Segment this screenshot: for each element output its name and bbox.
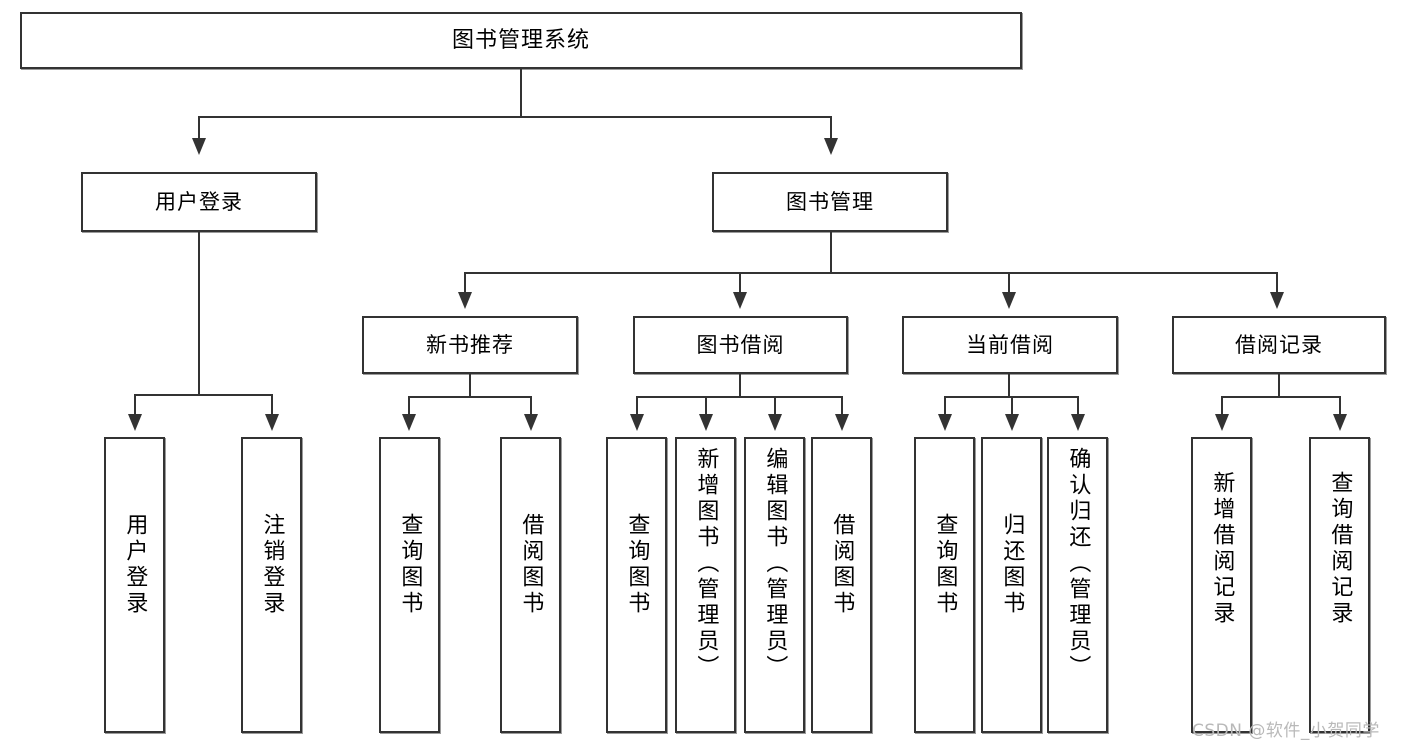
connector-book-borrow-drop-3 — [774, 396, 776, 416]
node-label: 注销登录 — [259, 513, 285, 617]
node-label: 新增图书（管理员） — [693, 447, 719, 681]
leaf-book-borrow-add[interactable]: 新增图书（管理员） — [675, 437, 736, 733]
connector-new-book-bar — [408, 396, 532, 398]
connector-book-borrow-drop-2 — [705, 396, 707, 416]
arrowhead-current-borrow-leaf-1 — [938, 414, 952, 431]
arrowhead-book-borrow-leaf-2 — [699, 414, 713, 431]
connector-root-left-drop — [198, 116, 200, 140]
node-label: 编辑图书（管理员） — [762, 447, 788, 681]
node-label: 图书借阅 — [696, 332, 785, 357]
node-label: 查询图书 — [624, 513, 650, 617]
arrowhead-borrow-record-leaf-2 — [1333, 414, 1347, 431]
connector-root-right-drop — [830, 116, 832, 140]
connector-book-borrow-drop-4 — [841, 396, 843, 416]
leaf-borrow-record-add[interactable]: 新增借阅记录 — [1191, 437, 1252, 733]
arrowhead-to-book-borrow — [733, 292, 747, 309]
connector-user-login-drop-2 — [271, 394, 273, 416]
node-label: 借阅记录 — [1235, 332, 1323, 357]
node-label: 确认归还（管理员） — [1065, 447, 1091, 681]
connector-book-manage-stem — [830, 232, 832, 274]
arrowhead-to-new-book — [458, 292, 472, 309]
node-label: 用户登录 — [155, 189, 243, 214]
node-label: 新增借阅记录 — [1209, 471, 1235, 627]
arrowhead-book-borrow-leaf-1 — [630, 414, 644, 431]
arrowhead-book-borrow-leaf-4 — [835, 414, 849, 431]
node-borrow-record[interactable]: 借阅记录 — [1172, 316, 1386, 374]
connector-level3-drop-1 — [464, 272, 466, 294]
connector-book-borrow-stem — [739, 374, 741, 398]
node-current-borrow[interactable]: 当前借阅 — [902, 316, 1118, 374]
leaf-current-borrow-return[interactable]: 归还图书 — [981, 437, 1042, 733]
connector-new-book-drop-2 — [530, 396, 532, 416]
connector-borrow-record-bar — [1221, 396, 1341, 398]
leaf-book-borrow-query[interactable]: 查询图书 — [606, 437, 667, 733]
node-label: 当前借阅 — [966, 332, 1054, 357]
leaf-user-login-login[interactable]: 用户登录 — [104, 437, 165, 733]
arrowhead-current-borrow-leaf-2 — [1005, 414, 1019, 431]
arrowhead-to-borrow-record — [1270, 292, 1284, 309]
leaf-current-borrow-confirm-return[interactable]: 确认归还（管理员） — [1047, 437, 1108, 733]
arrowhead-to-user-login — [192, 138, 206, 155]
connector-new-book-stem — [469, 374, 471, 398]
node-label: 借阅图书 — [829, 513, 855, 617]
connector-borrow-record-stem — [1278, 374, 1280, 398]
node-label: 用户登录 — [122, 513, 148, 617]
arrowhead-book-borrow-leaf-3 — [768, 414, 782, 431]
connector-root-stem — [520, 69, 522, 117]
arrowhead-to-current-borrow — [1002, 292, 1016, 309]
connector-user-login-drop-1 — [134, 394, 136, 416]
node-label: 图书管理系统 — [451, 27, 590, 53]
node-label: 归还图书 — [999, 513, 1025, 617]
node-root-system[interactable]: 图书管理系统 — [20, 12, 1022, 69]
node-label: 图书管理 — [786, 189, 874, 214]
connector-new-book-drop-1 — [408, 396, 410, 416]
leaf-borrow-record-query[interactable]: 查询借阅记录 — [1309, 437, 1370, 733]
node-label: 查询借阅记录 — [1327, 471, 1353, 627]
connector-user-login-stem — [198, 232, 200, 396]
leaf-user-login-logout[interactable]: 注销登录 — [241, 437, 302, 733]
leaf-new-book-borrow[interactable]: 借阅图书 — [500, 437, 561, 733]
leaf-current-borrow-query[interactable]: 查询图书 — [914, 437, 975, 733]
arrowhead-user-login-leaf-1 — [128, 414, 142, 431]
node-label: 查询图书 — [397, 513, 423, 617]
leaf-new-book-query[interactable]: 查询图书 — [379, 437, 440, 733]
connector-user-login-bar — [134, 394, 272, 396]
node-book-management[interactable]: 图书管理 — [712, 172, 948, 232]
node-book-borrow[interactable]: 图书借阅 — [633, 316, 848, 374]
arrowhead-borrow-record-leaf-1 — [1215, 414, 1229, 431]
arrowhead-to-book-manage — [824, 138, 838, 155]
connector-current-borrow-stem — [1008, 374, 1010, 398]
node-user-login[interactable]: 用户登录 — [81, 172, 317, 232]
connector-book-borrow-drop-1 — [636, 396, 638, 416]
leaf-book-borrow-borrow[interactable]: 借阅图书 — [811, 437, 872, 733]
connector-current-borrow-drop-2 — [1011, 396, 1013, 416]
arrowhead-new-book-leaf-2 — [524, 414, 538, 431]
connector-current-borrow-drop-1 — [944, 396, 946, 416]
arrowhead-user-login-leaf-2 — [265, 414, 279, 431]
connector-borrow-record-drop-2 — [1339, 396, 1341, 416]
arrowhead-new-book-leaf-1 — [402, 414, 416, 431]
arrowhead-current-borrow-leaf-3 — [1071, 414, 1085, 431]
connector-level3-bar — [464, 272, 1276, 274]
node-label: 查询图书 — [932, 513, 958, 617]
csdn-watermark: CSDN @软件_小贺同学 — [1192, 721, 1380, 741]
connector-level3-drop-2 — [739, 272, 741, 294]
leaf-book-borrow-edit[interactable]: 编辑图书（管理员） — [744, 437, 805, 733]
connector-current-borrow-drop-3 — [1077, 396, 1079, 416]
connector-level3-drop-4 — [1276, 272, 1278, 294]
connector-level3-drop-3 — [1008, 272, 1010, 294]
connector-book-borrow-bar — [636, 396, 843, 398]
node-label: 新书推荐 — [426, 332, 514, 357]
node-new-book-recommend[interactable]: 新书推荐 — [362, 316, 578, 374]
connector-borrow-record-drop-1 — [1221, 396, 1223, 416]
connector-root-bar — [198, 116, 832, 118]
node-label: 借阅图书 — [518, 513, 544, 617]
